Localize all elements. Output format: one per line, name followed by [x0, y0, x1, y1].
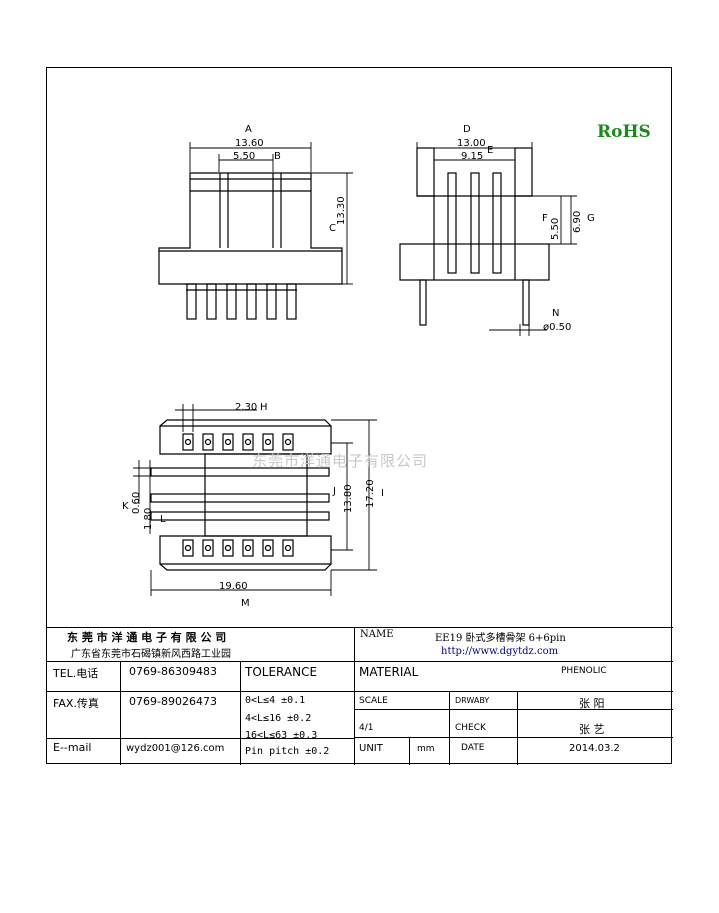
bottom-pin-slots-top: [182, 433, 294, 451]
front-pins: [186, 283, 297, 320]
tolerance-label: TOLERANCE: [245, 665, 318, 679]
bottom-flange-2: [150, 493, 330, 503]
side-pin-right: [522, 279, 530, 326]
side-view: [399, 142, 577, 336]
label-a: A: [245, 124, 252, 135]
label-l: L: [160, 514, 166, 525]
tolerance-line-4: Pin pitch ±0.2: [245, 746, 330, 757]
side-top-flange-right: [514, 147, 533, 197]
watermark: 东莞市洋通电子有限公司: [252, 452, 429, 470]
drawby-value: 张 阳: [579, 697, 605, 710]
title-block: 东 莞 市 洋 通 电 子 有 限 公 司 广东省东莞市石碣镇新风西路工业园 N…: [47, 627, 673, 765]
dim-k-text: 0.60: [131, 491, 142, 514]
email-value: wydz001@126.com: [126, 743, 225, 754]
bottom-flange-3: [150, 511, 330, 521]
dim-a-text: 13.60: [235, 138, 264, 149]
label-m: M: [241, 598, 250, 609]
dim-c-text: 13.30: [336, 196, 347, 225]
dim-f-text: 5.50: [550, 217, 561, 240]
side-pin-left: [419, 279, 427, 326]
label-b: B: [274, 151, 281, 162]
rohs-mark: RoHS: [597, 122, 651, 142]
material-value: PHENOLIC: [561, 666, 607, 676]
label-i: I: [381, 488, 384, 499]
scale-label: SCALE: [359, 696, 388, 706]
date-label: DATE: [461, 743, 485, 753]
dim-e-text: 9.15: [461, 151, 484, 162]
fax-value: 0769-89026473: [129, 695, 217, 708]
label-k: K: [122, 501, 129, 512]
dim-n-text: ø0.50: [543, 322, 572, 333]
check-value: 张 艺: [579, 723, 605, 736]
date-value: 2014.03.2: [569, 743, 620, 754]
dim-m-text: 19.60: [219, 581, 248, 592]
label-n: N: [552, 308, 560, 319]
label-j: J: [333, 486, 336, 497]
website-link[interactable]: http://www.dgytdz.com: [441, 646, 559, 657]
company-address: 广东省东莞市石碣镇新风西路工业园: [71, 649, 231, 660]
dim-j-text: 13.80: [343, 484, 354, 513]
label-g: G: [587, 213, 595, 224]
name-value: EE19 卧式多槽骨架 6+6pin: [435, 633, 566, 644]
tolerance-line-3: 16<L≤63 ±0.3: [245, 730, 318, 741]
dim-g-text: 6.90: [572, 210, 583, 233]
company-name: 东 莞 市 洋 通 电 子 有 限 公 司: [67, 631, 227, 644]
label-c: C: [329, 223, 336, 234]
check-label: CHECK: [455, 723, 486, 733]
unit-label: UNIT: [359, 743, 383, 754]
label-h: H: [260, 402, 268, 413]
dim-l-text: 1.80: [143, 507, 154, 530]
label-e: E: [487, 145, 494, 156]
drawing-sheet: RoHS 东莞市洋通电子有限公司 A 13.60 5.50 B C 13.30 …: [46, 67, 673, 765]
side-top-flange-left: [416, 147, 435, 197]
tolerance-line-1: 0<L≤4 ±0.1: [245, 695, 306, 706]
bottom-flange-1: [150, 467, 330, 477]
side-plate-2: [470, 172, 480, 274]
label-f: F: [542, 213, 548, 224]
bottom-pin-slots-bottom: [182, 539, 294, 557]
material-label: MATERIAL: [359, 665, 419, 679]
drawby-label: DRWABY: [455, 696, 490, 705]
tel-value: 0769-86309483: [129, 665, 217, 678]
dim-h-text: 2.30: [235, 402, 258, 413]
unit-value: mm: [417, 744, 435, 754]
technical-drawing: [133, 142, 577, 596]
fax-label: FAX.传真: [53, 697, 99, 710]
email-label: E--mail: [53, 741, 92, 754]
dim-d-text: 13.00: [457, 138, 486, 149]
side-base: [399, 243, 550, 281]
dim-i-text: 17.20: [365, 479, 376, 508]
tel-label: TEL.电话: [53, 667, 99, 680]
label-d: D: [463, 124, 471, 135]
bottom-view: [133, 404, 377, 596]
tolerance-line-2: 4<L≤16 ±0.2: [245, 713, 312, 724]
front-view: [158, 142, 353, 320]
name-label: NAME: [360, 629, 394, 640]
side-plate-1: [447, 172, 457, 274]
bottom-top-bar: [159, 425, 332, 455]
side-plate-3: [492, 172, 502, 274]
scale-value: 4/1: [359, 723, 374, 733]
dim-b-text: 5.50: [233, 151, 256, 162]
front-body-outline: [158, 172, 343, 285]
bottom-core: [204, 453, 308, 537]
